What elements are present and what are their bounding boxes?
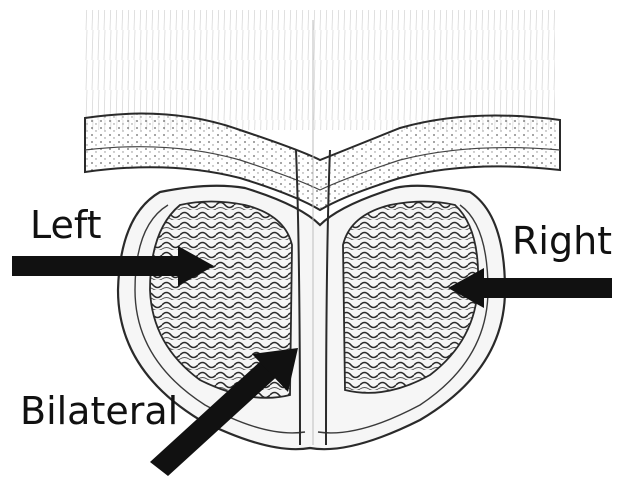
left-arrow <box>12 246 214 286</box>
upper-tissue <box>85 10 555 130</box>
left-label: Left <box>30 206 102 244</box>
right-label: Right <box>512 222 612 260</box>
bilateral-label: Bilateral <box>20 392 178 430</box>
